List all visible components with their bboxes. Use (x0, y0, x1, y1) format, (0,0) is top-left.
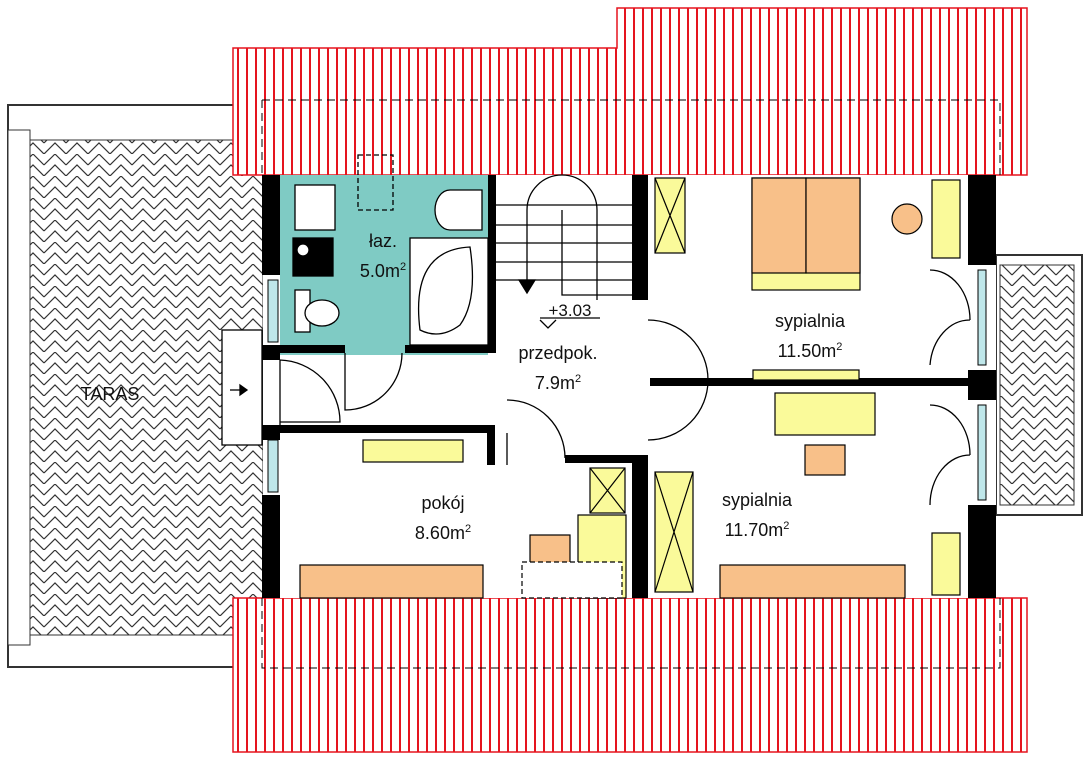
room-area: 8.60m (414, 523, 465, 543)
walls (262, 175, 996, 598)
hall-area: 7.9m (534, 373, 575, 393)
bathroom-label: łaz. 5.0m2 (360, 228, 406, 284)
terrace (7, 104, 264, 668)
bathroom-area: 5.0m (359, 261, 400, 281)
furniture (299, 177, 961, 599)
hall-label: przedpok. 7.9m2 (518, 340, 597, 396)
bathroom-name: łaz. (368, 231, 397, 251)
room-area-sup: 2 (464, 523, 472, 535)
bathroom-fixtures (292, 154, 489, 346)
level-mark: +3.03 (548, 301, 592, 320)
terrace-label: TARAS (80, 384, 140, 404)
stairs (496, 174, 632, 329)
windows (267, 269, 987, 501)
bedroom1-name: sypialnia (774, 311, 846, 331)
balcony (995, 254, 1083, 516)
bedroom1-label: sypialnia 11.50m2 (775, 308, 845, 364)
hall-name: przedpok. (518, 343, 598, 363)
bathroom-area-sup: 2 (399, 261, 407, 273)
roof-bottom (232, 597, 1028, 753)
bedroom2-area-sup: 2 (783, 520, 790, 532)
room-name: pokój (421, 493, 465, 513)
roof-top (232, 7, 1028, 176)
hall-area-sup: 2 (574, 373, 582, 385)
bedroom1-area-sup: 2 (836, 341, 843, 353)
doors (221, 269, 971, 506)
room-label: pokój 8.60m2 (415, 490, 471, 546)
bedroom2-area: 11.70m (724, 520, 784, 540)
bedroom2-name: sypialnia (721, 490, 793, 510)
bedroom2-label: sypialnia 11.70m2 (722, 487, 792, 543)
bedroom1-area: 11.50m (777, 341, 837, 361)
